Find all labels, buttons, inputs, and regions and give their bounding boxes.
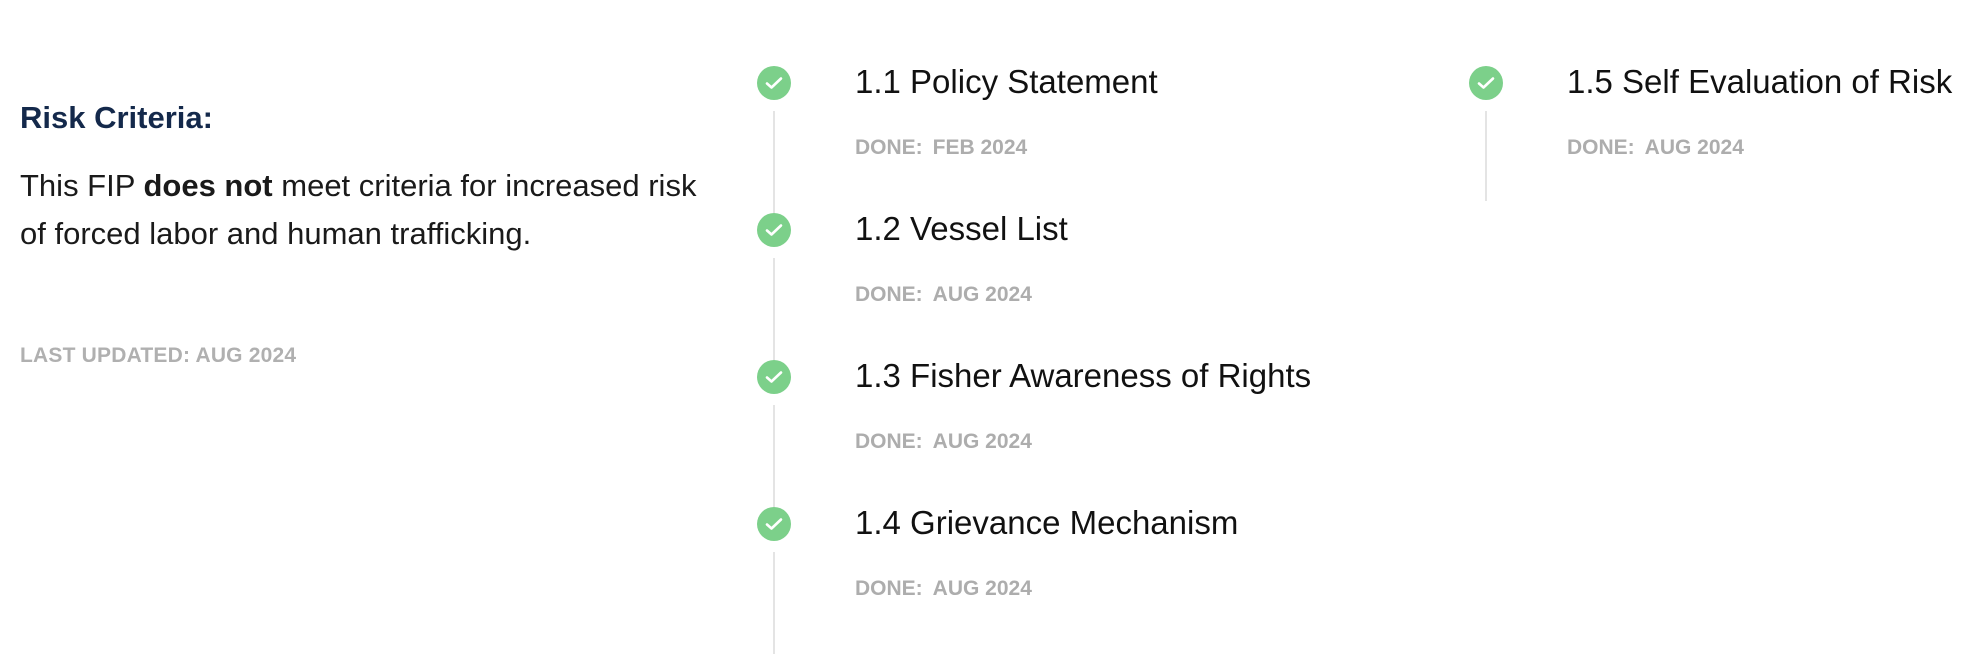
check-circle-icon (757, 507, 791, 541)
milestone-status: DONE: AUG 2024 (855, 430, 1032, 454)
risk-criteria-description: This FIP does not meet criteria for incr… (20, 162, 700, 258)
milestone-title: 1.5 Self Evaluation of Risk (1567, 63, 1953, 100)
milestone-status: DONE: AUG 2024 (855, 283, 1032, 307)
timeline-connector (773, 111, 775, 213)
status-label: DONE: (1567, 136, 1635, 159)
check-circle-icon (757, 213, 791, 247)
check-circle-icon (757, 360, 791, 394)
status-date: AUG 2024 (1644, 136, 1744, 159)
timeline-connector (1485, 111, 1487, 201)
milestone-status: DONE: AUG 2024 (855, 577, 1032, 601)
timeline-connector (773, 552, 775, 654)
milestone-title: 1.4 Grievance Mechanism (855, 504, 1239, 541)
milestone-title: 1.2 Vessel List (855, 210, 1068, 247)
check-circle-icon (757, 66, 791, 100)
check-circle-icon (1469, 66, 1503, 100)
status-date: FEB 2024 (932, 136, 1028, 159)
status-label: DONE: (855, 136, 923, 159)
milestone-title: 1.1 Policy Statement (855, 63, 1158, 100)
risk-text-before: This FIP (20, 168, 144, 203)
status-label: DONE: (855, 283, 923, 306)
status-label: DONE: (855, 430, 923, 453)
risk-text-after: meet criteria for increased risk of forc… (20, 168, 697, 251)
milestone-status: DONE: FEB 2024 (855, 136, 1027, 160)
milestone-title: 1.3 Fisher Awareness of Rights (855, 357, 1312, 394)
status-date: AUG 2024 (932, 283, 1032, 306)
risk-criteria-heading: Risk Criteria: (20, 100, 213, 135)
status-date: AUG 2024 (932, 577, 1032, 600)
milestone-status: DONE: AUG 2024 (1567, 136, 1744, 160)
risk-criteria-section: Risk Criteria: This FIP does not meet cr… (20, 90, 700, 368)
status-date: AUG 2024 (932, 430, 1032, 453)
risk-text-emphasis: does not (143, 168, 273, 203)
status-label: DONE: (855, 577, 923, 600)
timeline-connector (773, 405, 775, 507)
timeline-connector (773, 258, 775, 360)
last-updated-label: LAST UPDATED: AUG 2024 (20, 344, 297, 367)
